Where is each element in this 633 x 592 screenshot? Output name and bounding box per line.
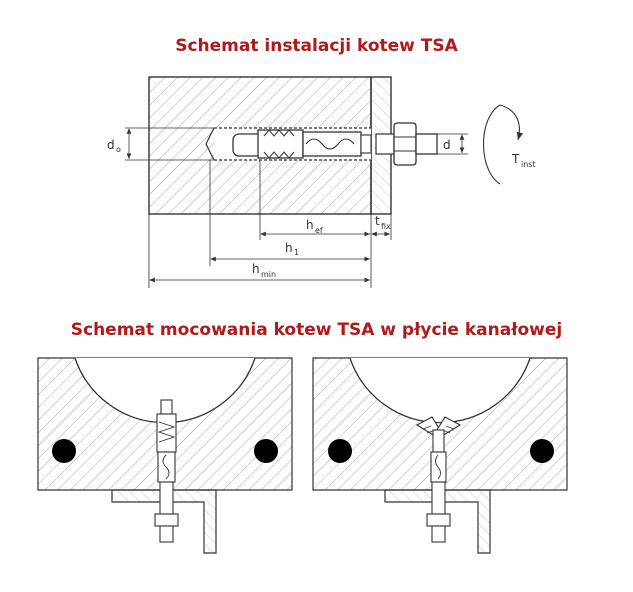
label-h1-sub: 1 xyxy=(294,248,299,257)
hollow-slab-right xyxy=(312,357,568,554)
anchor-bolt xyxy=(232,122,438,166)
hollow-slab-left xyxy=(37,357,293,554)
prestress-tendon xyxy=(52,439,76,463)
label-h1: h xyxy=(285,241,293,255)
label-hef-sub: ef xyxy=(315,226,323,235)
mounting-diagram-title: Schemat mocowania kotew TSA w płycie kan… xyxy=(70,320,563,340)
torque-arc xyxy=(483,104,501,185)
installation-diagram-title: Schemat instalacji kotew TSA xyxy=(175,36,458,56)
label-tfix: t xyxy=(375,214,380,228)
label-d: d xyxy=(443,138,451,152)
label-tfix-sub: fix xyxy=(381,222,391,231)
slab-void xyxy=(349,357,531,424)
label-hmin-sub: min xyxy=(261,270,276,279)
label-d0-sub: o xyxy=(116,145,121,154)
nut xyxy=(393,122,417,166)
label-hmin: h xyxy=(252,262,260,276)
label-d0: d xyxy=(107,138,115,152)
installation-diagram: d o d T inst h ef t fix h 1 h min xyxy=(107,76,536,288)
prestress-tendon xyxy=(328,439,352,463)
anchor-in-slab-left xyxy=(154,399,179,543)
angle-bracket xyxy=(384,489,491,554)
angle-bracket xyxy=(111,489,217,554)
prestress-tendon xyxy=(254,439,278,463)
prestress-tendon xyxy=(530,439,554,463)
label-hef: h xyxy=(306,218,314,232)
anchor-in-slab-right-expanded xyxy=(415,416,462,543)
label-tinst: T xyxy=(511,152,520,166)
label-tinst-sub: inst xyxy=(521,160,536,169)
